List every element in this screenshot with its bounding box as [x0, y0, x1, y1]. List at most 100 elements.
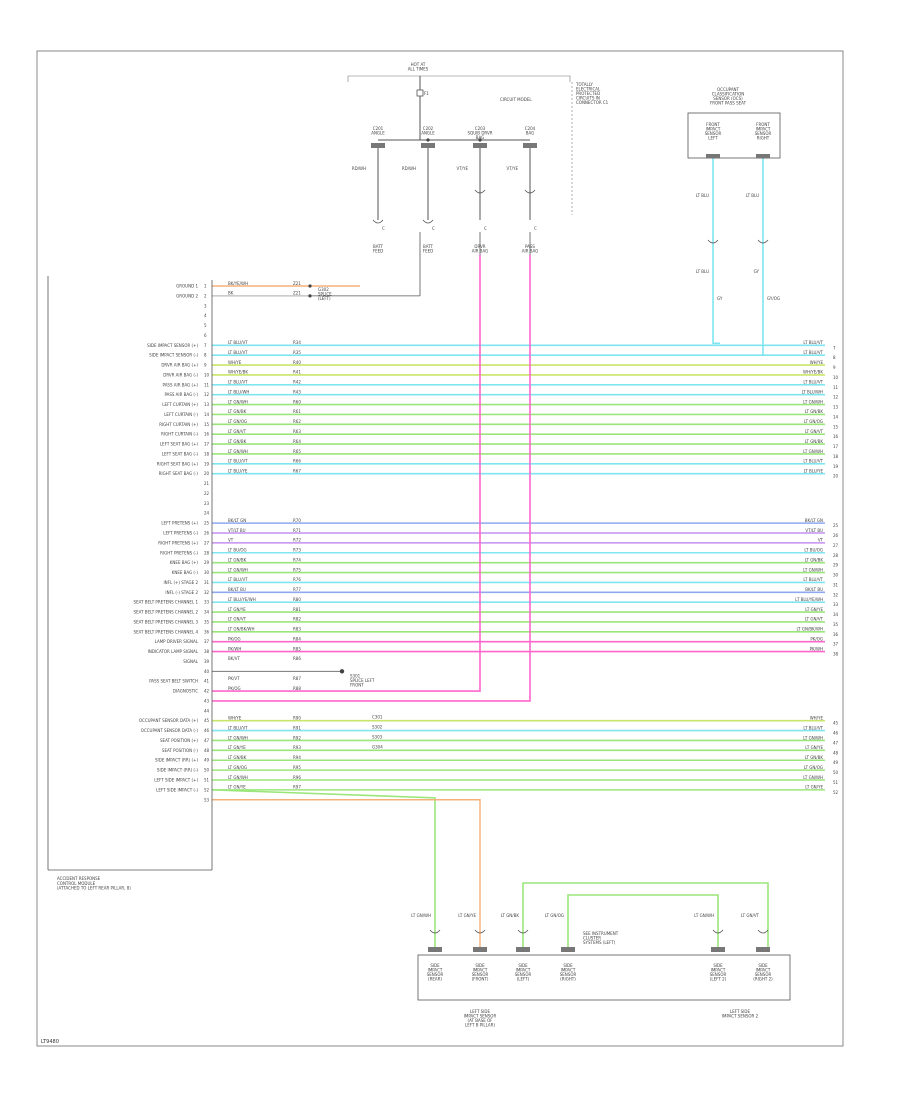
pin-name: DRVR AIR BAG (+)	[161, 363, 198, 368]
wire-color-label: LT GN/WH	[803, 567, 823, 572]
pin-name: INDICATOR LAMP SIGNAL	[148, 649, 199, 654]
pin-number: 19	[204, 461, 210, 466]
sensor-note: SEE INSTRUMENT	[583, 931, 619, 936]
pin-number: 17	[833, 444, 839, 449]
wire-color-label: LT BLU/VT	[228, 350, 248, 355]
wire-color-label: LT GN/VT	[805, 429, 824, 434]
wire-color-label: RD/WH	[402, 166, 416, 171]
sensor-label: SIDE	[430, 963, 440, 968]
splice-dot	[426, 138, 430, 142]
pin-name: INFL (-) STAGE 2	[165, 590, 198, 595]
circuit-code: R88	[293, 686, 301, 691]
wire-color-label: LT BLU	[696, 193, 709, 198]
circuit-code: R91	[293, 725, 301, 730]
pin-number: 13	[833, 405, 839, 410]
pin-number: 45	[833, 721, 839, 726]
pin-number: 15	[833, 424, 839, 429]
pin-name: LEFT CURTAIN (+)	[162, 402, 198, 407]
wire-color-label: LT GN/WH	[694, 913, 714, 918]
sensor-pin-label: IMPACT	[756, 127, 771, 132]
lamp-splice-label: SPLICE LEFT	[350, 678, 375, 683]
wire-color-label: LT GN/YE	[228, 745, 246, 750]
wire-color-label: LT BU/OG	[804, 548, 823, 553]
terminal-label: PASS	[525, 244, 535, 249]
circuit-code: R92	[293, 735, 301, 740]
circuit-code: R73	[293, 548, 301, 553]
pin-name: PASS AIR BAG (-)	[164, 392, 198, 397]
wire-color-label: LT BLU/YE	[228, 469, 248, 474]
circuit-code: R94	[293, 755, 301, 760]
pin-number: 48	[204, 748, 210, 753]
pin-number: 39	[204, 659, 210, 664]
circuit-code: R43	[293, 389, 301, 394]
wire-color-label: PK/OG	[228, 686, 241, 691]
distribution-label: CIRCUIT MODEL	[500, 97, 532, 102]
pin-name: PASS AIR BAG (+)	[163, 382, 199, 387]
pin-number: 32	[833, 592, 839, 597]
circuit-code: R86	[293, 656, 301, 661]
pin-name: SEAT BELT PRETENS CHANNEL 1	[134, 600, 199, 605]
sensor-pin-label: LEFT	[708, 136, 718, 141]
wire-color-label: LT GN/BK	[501, 913, 520, 918]
circuit-code: R40	[293, 360, 301, 365]
circuit-code: R95	[293, 765, 301, 770]
pin-number: 37	[833, 642, 839, 647]
pin-name: RIGHT SEAT BAG (-)	[159, 471, 199, 476]
sensor-label: (REAR)	[428, 977, 442, 982]
pin-name: PASS SEAT BELT SWITCH	[149, 679, 198, 684]
circuit-code: R85	[293, 646, 301, 651]
wire-color-label: BK/YE/WH	[228, 281, 248, 286]
sensor-label: SENSOR	[472, 972, 489, 977]
wire-color-label: BK/LT GN	[228, 518, 246, 523]
connector-block	[421, 143, 435, 148]
pin-name: SEAT BELT PRETENS CHANNEL 2	[134, 610, 199, 615]
sensor-label: (LEFT 2)	[710, 977, 727, 982]
pin-number: 20	[204, 471, 210, 476]
pin-number: 47	[204, 738, 210, 743]
pin-number: 27	[204, 540, 210, 545]
terminal-label: FEED	[373, 249, 383, 254]
pin-name: SEAT BELT PRETENS CHANNEL 3	[134, 619, 199, 624]
pin-number: 30	[204, 570, 210, 575]
fuse-block-border	[347, 75, 571, 82]
pass-sensor-box	[687, 112, 781, 159]
circuit-code: R34	[293, 340, 301, 345]
bottom-module-title: IMPACT SENSOR	[464, 1014, 497, 1019]
sensor-connector	[516, 947, 530, 952]
pin-name: SIDE IMPACT (RR) (-)	[157, 768, 199, 773]
terminal-label: AIR BAG	[472, 249, 488, 254]
connector-pin: C	[382, 226, 385, 231]
pin-name: LEFT SIDE IMPACT (-)	[156, 787, 198, 792]
wire-color-label: LT GN/BK	[805, 439, 824, 444]
sensor-label: SENSOR	[710, 972, 727, 977]
circuit-code: R96	[293, 775, 301, 780]
sensor-connector-arc	[707, 239, 769, 244]
wire-color-label: LT GN/OG	[804, 765, 823, 770]
wire-color-label: VT/LT BU	[805, 528, 823, 533]
pin-number: 53	[204, 797, 210, 802]
pin-number: 21	[204, 481, 210, 486]
module-notes: PROTECTED	[576, 91, 600, 96]
diagram-frame	[36, 50, 844, 1047]
pin-name: SIDE IMPACT SENSOR (-)	[149, 353, 198, 358]
pin-number: 17	[204, 442, 210, 447]
wire-color-label: LT GN/BK/WH	[796, 627, 823, 632]
pin-number: 2	[204, 293, 207, 298]
wire-color-label: LT GN/YE	[228, 607, 246, 612]
module-title: CONTROL MODULE	[57, 881, 96, 886]
pin-name: LEFT SIDE IMPACT (+)	[154, 778, 198, 783]
connector-label: BAG	[526, 131, 535, 136]
wire-color-label: LT BLU/YE/WH	[795, 597, 823, 602]
sensor-connector-arc	[429, 929, 769, 934]
module-notes: TOTALLY	[575, 82, 593, 87]
wire-color-label: VT/LT BU	[228, 528, 246, 533]
wire-color-label: LT BLU/VT	[228, 725, 248, 730]
pin-number: 29	[833, 563, 839, 568]
wire-color-label: LT GN/VT	[741, 913, 760, 918]
pin-number: 7	[204, 343, 207, 348]
wire-color-label: WH/YE	[810, 716, 824, 721]
sensor-label: SIDE	[518, 963, 528, 968]
wire-color-label: LT GN/BK	[805, 409, 824, 414]
wire-color-label: LT BLU/VT	[803, 459, 823, 464]
circuit-code: R41	[293, 370, 301, 375]
